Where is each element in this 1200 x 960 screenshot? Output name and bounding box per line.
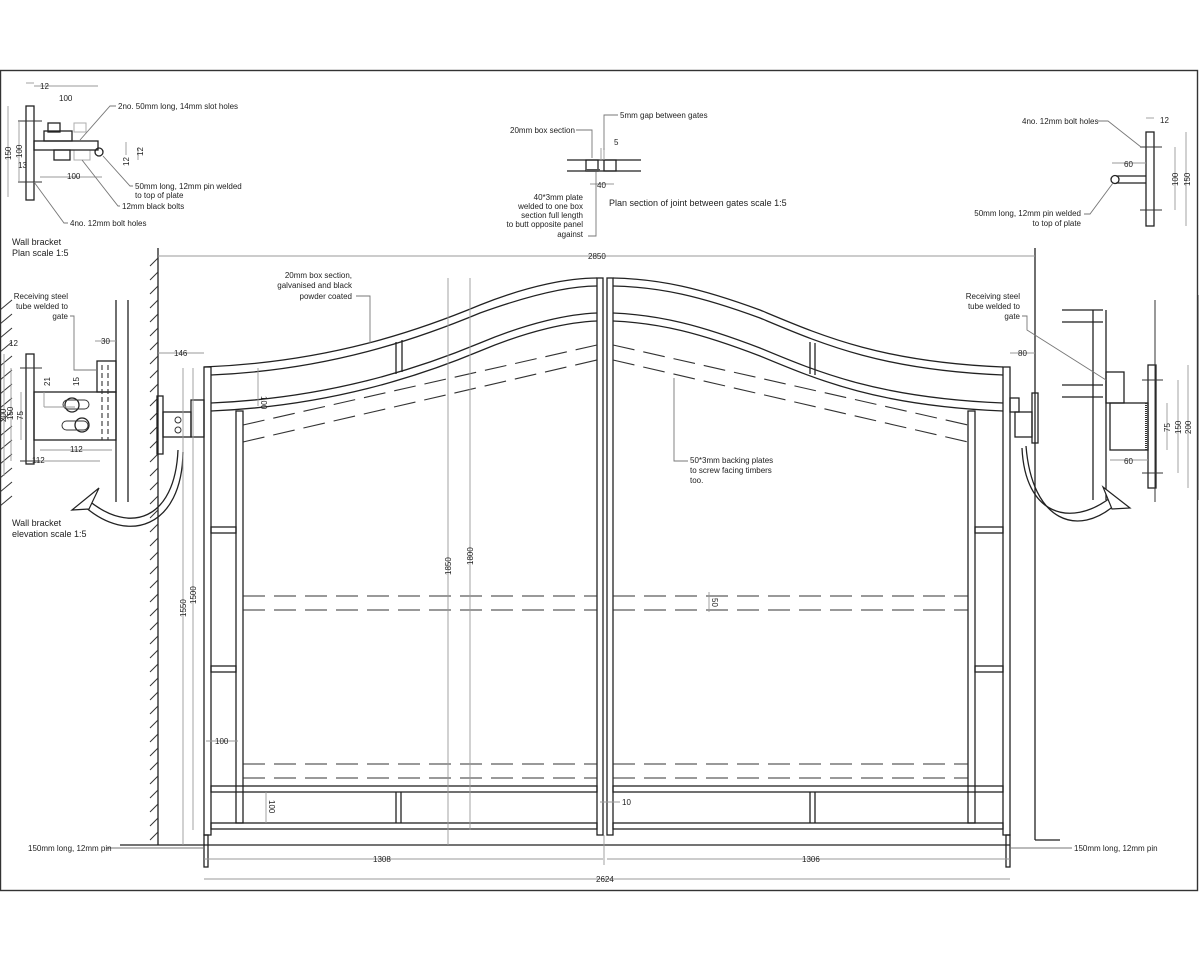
dim-elev-tube: 30 xyxy=(101,337,110,346)
note-box-section-line: powder coated xyxy=(300,292,352,301)
dim-mid-rail-depth: 50 xyxy=(710,598,719,607)
dim-height-total: 1850 xyxy=(444,557,453,575)
note-right-tube-line: Receiving steel xyxy=(966,292,1020,301)
dim-overall-width: 2850 xyxy=(588,252,606,261)
note-bolts: 12mm black bolts xyxy=(122,202,184,211)
dim-elev-150: 150 xyxy=(6,406,15,420)
note-right-tube-line: gate xyxy=(1004,312,1020,321)
note-box-section: 20mm box section xyxy=(510,126,575,135)
note-right-tube-line: tube welded to xyxy=(968,302,1021,311)
note-backing-line: too. xyxy=(690,476,703,485)
dim-right-outer: 150 xyxy=(1183,172,1192,186)
dim-plate-a: 12 xyxy=(122,157,131,166)
note-gap-between-gates: 5mm gap between gates xyxy=(620,111,708,120)
dim-elev-75: 75 xyxy=(16,411,25,420)
dim-bottom-rail-depth: 100 xyxy=(267,800,276,814)
note-pin-line1: 50mm long, 12mm pin welded xyxy=(135,182,242,191)
dim-elev-plate: 12 xyxy=(9,339,18,348)
note-box-section-line: galvanised and black xyxy=(277,281,353,290)
note-bolt-holes: 4no. 12mm bolt holes xyxy=(70,219,147,228)
dim-height-outer: 150 xyxy=(4,146,13,160)
note-plate-line: 40*3mm plate xyxy=(534,193,584,202)
note-pin-left: 150mm long, 12mm pin xyxy=(28,844,112,853)
arrow-left-icon xyxy=(70,487,100,511)
dim-right-elev-150: 150 xyxy=(1174,420,1183,434)
wall-bracket-elevation-title: Wall bracket xyxy=(12,518,62,528)
note-tube-line: gate xyxy=(52,312,68,321)
wall-bracket-elevation: 12 30 21 15 200 150 75 112 112 Receiving… xyxy=(0,292,184,539)
note-backing-line: 50*3mm backing plates xyxy=(690,456,773,465)
dim-left-offset: 146 xyxy=(174,349,188,358)
drawing-frame xyxy=(0,69,1199,892)
wall-bracket-plan-scale: Plan scale 1:5 xyxy=(12,248,69,258)
dim-stile-width: 100 xyxy=(215,737,229,746)
dim-plate-b: 12 xyxy=(136,147,145,156)
dim-right-elev-200: 200 xyxy=(1184,420,1193,434)
joint-section: 5mm gap between gates 20mm box section 5… xyxy=(506,111,786,239)
wall-bracket-plan-title: Wall bracket xyxy=(12,237,62,247)
note-plate-line: section full length xyxy=(521,211,583,220)
dim-right-leaf: 1306 xyxy=(802,855,820,864)
dim-offset: 13 xyxy=(18,161,27,170)
dim-height-frame: 1800 xyxy=(466,547,475,565)
dim-elev-21: 21 xyxy=(43,377,52,386)
dim-centre-gap: 10 xyxy=(622,798,631,807)
dim-left-leaf: 1308 xyxy=(373,855,391,864)
right-wall xyxy=(1034,248,1060,841)
dim-frame-width: 2624 xyxy=(596,875,614,884)
dim-right-plate: 12 xyxy=(1160,116,1169,125)
note-pin-right: 150mm long, 12mm pin xyxy=(1074,844,1158,853)
note-plate-line: to butt opposite panel xyxy=(506,220,583,229)
right-bracket-plan: 12 60 100 150 4no. 12mm bolt holes 50mm … xyxy=(974,116,1192,228)
left-wall xyxy=(0,248,205,846)
dim-elev-112a: 112 xyxy=(70,445,83,454)
dim-right-elev-60: 60 xyxy=(1124,457,1133,466)
dim-elev-15: 15 xyxy=(72,377,81,386)
dim-elev-200: 200 xyxy=(0,408,8,422)
dim-right-inner: 100 xyxy=(1171,172,1180,186)
right-bracket-elevation: 75 150 200 60 Receiving steel tube welde… xyxy=(966,292,1199,522)
dim-joint-width: 40 xyxy=(597,181,606,190)
dim-plate-thickness: 12 xyxy=(40,82,49,91)
dim-elev-112b: 112 xyxy=(32,456,45,465)
dim-height-inner: 100 xyxy=(15,144,24,158)
note-plate-line: against xyxy=(557,230,584,239)
gate-elevation: 2850 xyxy=(28,252,1158,884)
note-slot-holes: 2no. 50mm long, 14mm slot holes xyxy=(118,102,238,111)
dim-right-offset: 80 xyxy=(1018,349,1027,358)
dim-side-height-total: 1550 xyxy=(179,599,188,617)
note-tube-line: tube welded to xyxy=(16,302,69,311)
note-pin-line2: to top of plate xyxy=(135,191,184,200)
note-right-bolt-holes: 4no. 12mm bolt holes xyxy=(1022,117,1099,126)
note-box-section-line: 20mm box section, xyxy=(285,271,352,280)
arrow-right-icon xyxy=(1101,485,1132,510)
dim-top-rail-depth: 100 xyxy=(259,396,268,410)
note-tube-line: Receiving steel xyxy=(14,292,68,301)
dim-right-elev-75: 75 xyxy=(1163,423,1172,432)
dim-side-height-frame: 1500 xyxy=(189,586,198,604)
note-plate-line: welded to one box xyxy=(517,202,583,211)
note-right-pin-line2: to top of plate xyxy=(1033,219,1082,228)
dim-right-pin-length: 60 xyxy=(1124,160,1133,169)
wall-bracket-plan: 12 100 100 13 150 100 12 12 2no. 50mm lo… xyxy=(4,82,242,258)
dim-width-bottom: 100 xyxy=(67,172,81,181)
wall-bracket-elevation-scale: elevation scale 1:5 xyxy=(12,529,87,539)
note-backing-line: to screw facing timbers xyxy=(690,466,772,475)
joint-section-title: Plan section of joint between gates scal… xyxy=(609,198,787,208)
dim-gap: 5 xyxy=(614,138,619,147)
note-right-pin-line1: 50mm long, 12mm pin welded xyxy=(974,209,1081,218)
dim-width-top: 100 xyxy=(59,94,73,103)
